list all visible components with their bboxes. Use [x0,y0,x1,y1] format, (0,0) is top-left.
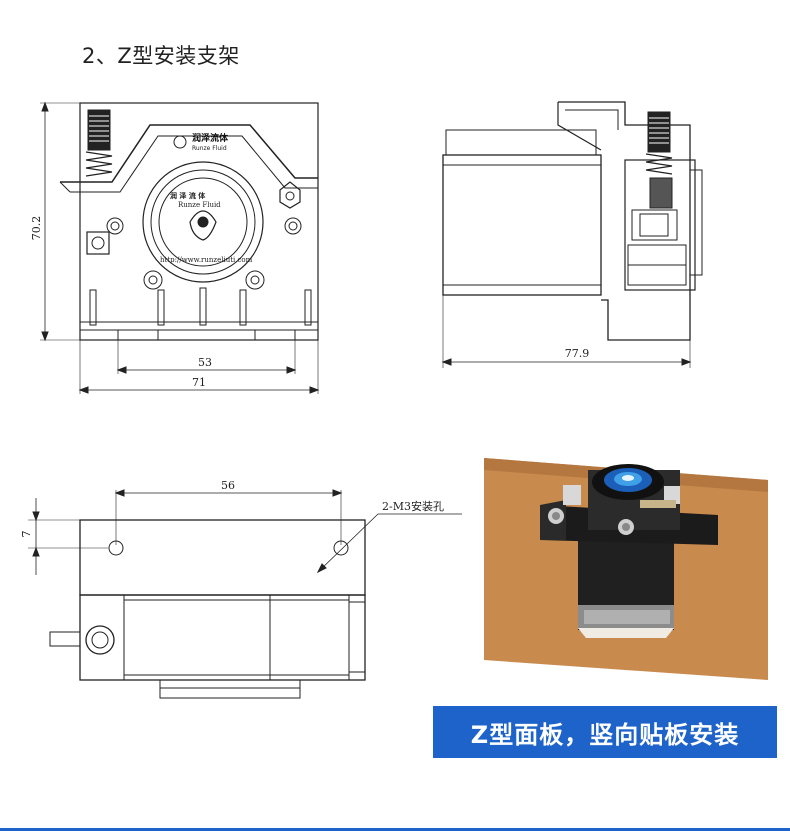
head-url: http://www.runzeliuti.com [160,256,253,264]
dim-hole-spacing-label: 56 [221,479,235,492]
clamp-logo-brand: 润泽流体 [192,132,229,144]
caption-banner: Z型面板，竖向贴板安装 [433,706,777,758]
front-view-drawing: 润泽流体 Runze Fluid 润 泽 流 体 Runze Fluid htt… [40,101,320,394]
hole-note: 2-M3安装孔 [382,499,444,513]
page-title: 2、Z型安装支架 [82,44,240,68]
dim-inner-width-label: 53 [198,356,212,369]
dim-depth-label: 77.9 [565,347,590,360]
side-view-drawing [441,101,703,368]
dim-hole-offset-label: 7 [20,531,33,538]
clamp-logo-sub: Runze Fluid [192,145,227,152]
bottom-divider [0,828,790,831]
head-brand: 润 泽 流 体 [170,191,206,200]
dim-total-width-label: 71 [192,376,206,389]
product-photo [484,458,768,680]
mount-view-drawing [28,489,462,699]
dim-height-label: 70.2 [30,216,43,241]
head-sub: Runze Fluid [178,201,221,209]
